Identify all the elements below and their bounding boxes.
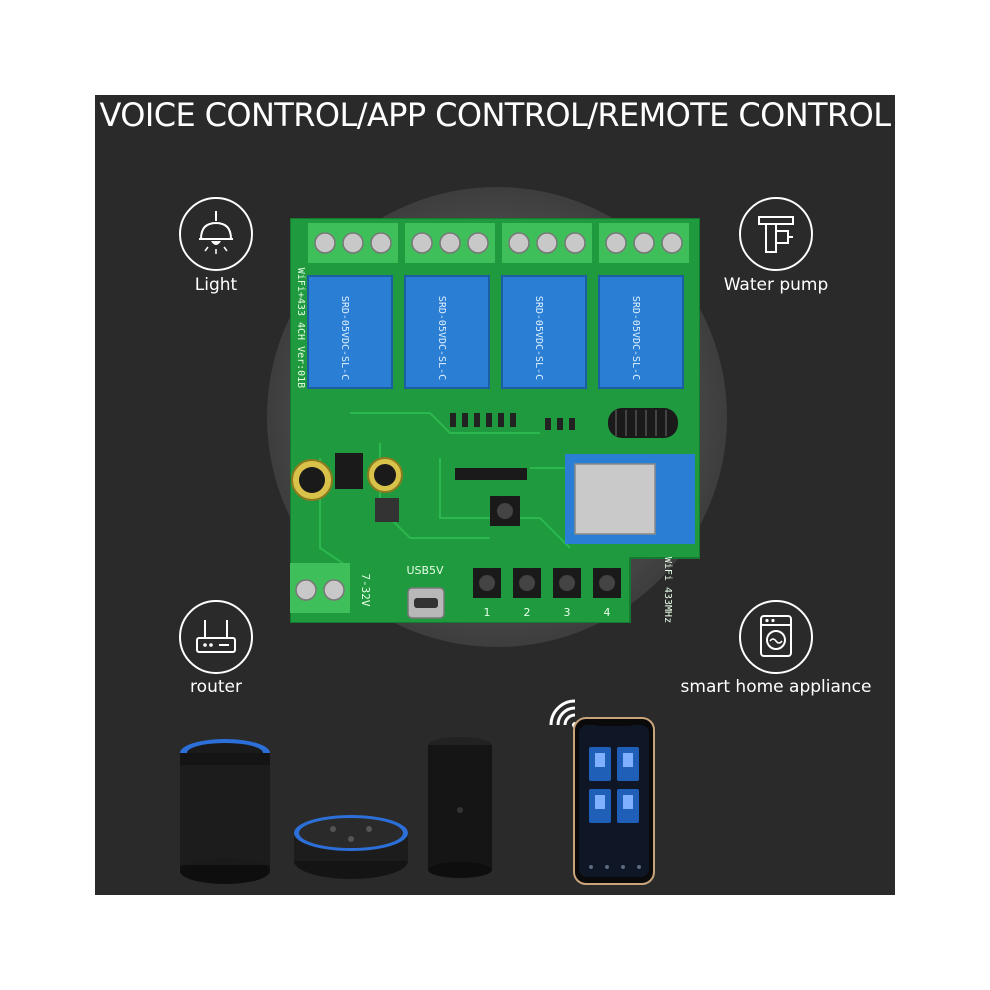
wifi-module	[565, 454, 695, 544]
board-side-text: WiFi+433 4CH Ver:01B	[295, 268, 306, 388]
feature-label-light: Light	[194, 275, 238, 295]
usb-label: USB5V	[406, 564, 444, 577]
svg-text:SRD-05VDC-SL-C: SRD-05VDC-SL-C	[533, 296, 544, 380]
radio-label: WiFi 433MHz	[662, 557, 673, 623]
capacitor-2	[367, 457, 403, 493]
antenna-coil	[608, 408, 678, 438]
power-terminal	[290, 563, 350, 613]
relay-3: SRD-05VDC-SL-C	[501, 275, 587, 389]
smart-speaker-tall	[428, 737, 492, 878]
inductor	[375, 498, 399, 522]
feature-label-water-pump: Water pump	[723, 275, 829, 295]
light-bulb-icon	[179, 197, 253, 271]
product-panel: VOICE CONTROL/APP CONTROL/REMOTE CONTROL…	[95, 95, 895, 895]
button-number-1: 1	[484, 606, 491, 619]
svg-text:SRD-05VDC-SL-C: SRD-05VDC-SL-C	[630, 296, 641, 380]
control-buttons	[473, 568, 621, 598]
button-number-4: 4	[604, 606, 611, 619]
power-label: 7-32V	[359, 573, 372, 606]
button-number-2: 2	[524, 606, 531, 619]
relay-2: SRD-05VDC-SL-C	[404, 275, 490, 389]
terminal-block-2	[405, 223, 495, 263]
svg-text:SRD-05VDC-SL-C: SRD-05VDC-SL-C	[436, 296, 447, 380]
button-number-3: 3	[564, 606, 571, 619]
feature-label-router: router	[190, 677, 242, 697]
capacitor-1	[291, 459, 333, 501]
feature-label-smart-home-appliance: smart home appliance	[680, 677, 872, 697]
relay-4: SRD-05VDC-SL-C	[598, 275, 684, 389]
terminal-block-1	[308, 223, 398, 263]
router-icon	[179, 600, 253, 674]
svg-text:SRD-05VDC-SL-C: SRD-05VDC-SL-C	[339, 296, 350, 380]
relay-board: SRD-05VDC-SL-C SRD-05VDC-SL-C SRD-05VDC-…	[290, 218, 700, 623]
smart-speaker-cylinder	[180, 739, 270, 884]
washing-machine-icon	[739, 600, 813, 674]
smartphone	[573, 717, 655, 885]
smart-speaker-dot	[294, 815, 408, 879]
relay-1: SRD-05VDC-SL-C	[307, 275, 393, 389]
terminal-block-3	[502, 223, 592, 263]
terminal-block-4	[599, 223, 689, 263]
chip-ic	[335, 453, 363, 489]
headline: VOICE CONTROL/APP CONTROL/REMOTE CONTROL	[99, 96, 892, 134]
water-pump-icon	[739, 197, 813, 271]
